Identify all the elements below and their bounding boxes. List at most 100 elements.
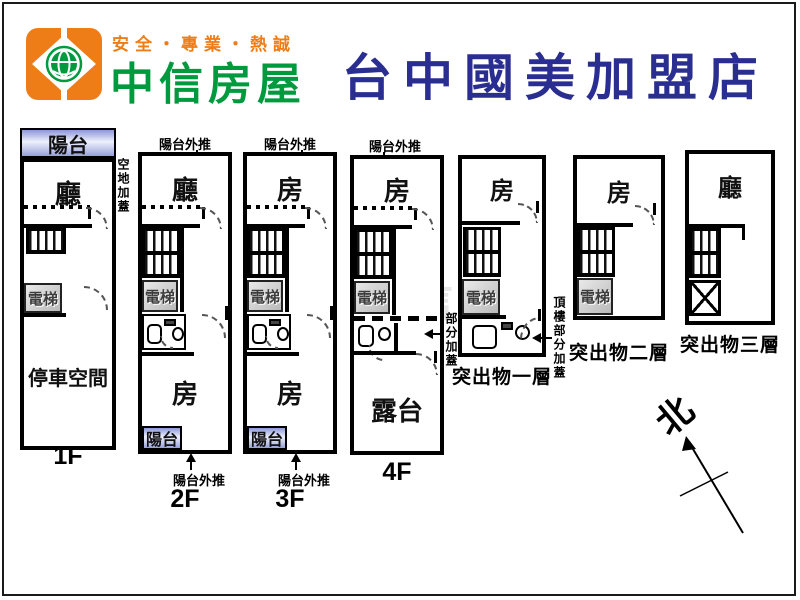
- p2-elevator-label: 電梯: [579, 290, 610, 306]
- p1-bathtub-icon: [472, 325, 497, 349]
- f1-wall-above-stairs: [24, 224, 92, 228]
- f2-door-arc-mid: [202, 314, 226, 338]
- f4-door-jamb-mid: [434, 351, 437, 363]
- f3-sink-icon: [277, 327, 289, 341]
- agency-logo-icon: [26, 28, 102, 100]
- f2-door-arc-top: [200, 207, 222, 229]
- f2-hall-label: 廳: [171, 176, 198, 205]
- floor-plan-1f: 廳 電梯 停車空間: [20, 158, 116, 450]
- f4-dotted-partition: [354, 206, 416, 210]
- f4-elevator-label: 電梯: [356, 291, 387, 307]
- p3-label: 突出物三層: [679, 335, 780, 356]
- f2-bathroom: [142, 314, 186, 350]
- f2-elevator-label: 電梯: [144, 289, 175, 306]
- p3-shaft-x-box: [689, 280, 721, 316]
- p1-wall-above-stairs: [462, 221, 520, 225]
- f4-floor-label: 4F: [382, 458, 412, 486]
- f4-wall-mid: [354, 351, 416, 355]
- p3-wall-jamb: [742, 228, 745, 240]
- f2-elevator: 電梯: [142, 280, 178, 312]
- f2-balcony-box: 陽台: [142, 426, 182, 450]
- f2-bottom-note: 陽台外推: [172, 473, 225, 488]
- f2-dotted-partition: [142, 205, 204, 209]
- f3-elevator: 電梯: [247, 280, 283, 312]
- f2-bath-door-arc: [160, 336, 173, 349]
- f2-floor-label: 2F: [170, 485, 200, 513]
- f4-corridor-wall: [392, 229, 396, 315]
- p2-stairs: [577, 227, 615, 277]
- page-title: 台中國美加盟店: [342, 50, 769, 106]
- p1-cistern-icon: [501, 322, 513, 330]
- f4-wall-above-stairs: [354, 225, 412, 229]
- f3-door-arc-top: [305, 207, 327, 229]
- f3-balcony-box: 陽台: [247, 426, 287, 450]
- f3-door-jamb-mid: [330, 306, 333, 320]
- f3-bottom-arrow-icon: [291, 453, 301, 470]
- f1-balcony-box: 陽台: [20, 128, 116, 158]
- f3-room-top-label: 房: [276, 176, 303, 205]
- p1-rooftop-cover-arrow-icon: [532, 333, 552, 343]
- p1-door-arc-top: [518, 203, 538, 223]
- f4-partial-cover-note: 部分加蓋: [444, 312, 458, 368]
- f4-partial-cover-arrow-icon: [424, 329, 444, 339]
- f1-stairs: [26, 228, 66, 254]
- f3-bathroom: [247, 314, 291, 350]
- f4-dashed-cover-line: [354, 316, 440, 321]
- f3-door-arc-mid: [307, 314, 331, 338]
- f1-wall-below-elevator: [24, 313, 66, 317]
- p1-rooftop-cover-note: 頂樓部分加蓋: [552, 296, 566, 380]
- f3-room-label: 房: [276, 380, 303, 409]
- p1-room-label: 房: [490, 179, 514, 205]
- p1-door-jamb: [536, 201, 539, 213]
- f1-elevator-label: 電梯: [27, 291, 58, 308]
- f2-wall-above-stairs: [142, 224, 200, 228]
- p1-stairs: [463, 227, 501, 277]
- f2-cistern-icon: [164, 319, 176, 326]
- f2-top-note: 陽台外推: [158, 137, 211, 152]
- f4-terrace-label: 露台: [370, 397, 423, 426]
- p1-label: 突出物一層: [451, 367, 552, 388]
- floor-plan-4f: 房 電梯 露台: [350, 155, 444, 455]
- f2-door-jamb-mid: [225, 306, 228, 320]
- f3-stairs: [247, 228, 285, 278]
- f3-cistern-icon: [269, 319, 281, 326]
- p2-label: 突出物二層: [568, 343, 669, 364]
- floor-plan-3f: 房 電梯 房 陽台: [243, 152, 337, 454]
- f1-vacant-land-cover-note: 空地加蓋: [116, 158, 130, 214]
- agency-slogan: 安全・專業・熱誠: [112, 35, 296, 54]
- f4-room-label: 房: [383, 177, 410, 206]
- f1-dotted-partition: [24, 205, 90, 209]
- floor-plan-protrusion3: 廳: [685, 150, 775, 325]
- f1-floor-label: 1F: [53, 442, 83, 470]
- agency-brand-name: 中信房屋: [110, 60, 306, 109]
- f3-elevator-label: 電梯: [249, 289, 280, 306]
- f3-wall-below-bath: [247, 352, 299, 356]
- p3-wall-above-stairs: [689, 224, 745, 228]
- p3-hall-label: 廳: [718, 176, 742, 202]
- f1-door-arc-mid: [84, 286, 108, 310]
- f3-dotted-partition: [247, 205, 309, 209]
- f3-balcony-label: 陽台: [250, 432, 283, 449]
- f3-floor-label: 3F: [275, 485, 305, 513]
- floor-plan-protrusion2: 房 電梯: [573, 155, 665, 320]
- f2-toilet-icon: [147, 324, 162, 344]
- f1-elevator: 電梯: [24, 283, 62, 313]
- f2-balcony-label: 陽台: [145, 432, 178, 449]
- f3-wall-above-stairs: [247, 224, 305, 228]
- f4-door-arc-top: [412, 208, 434, 230]
- floor-plan-protrusion1: 房 電梯: [458, 155, 546, 357]
- f2-corridor-wall: [180, 228, 184, 312]
- p2-room-label: 房: [607, 181, 631, 207]
- f2-bottom-arrow-icon: [186, 453, 196, 470]
- f4-elevator: 電梯: [354, 281, 390, 314]
- f4-bath-wall: [394, 323, 398, 351]
- f1-hall-label: 廳: [54, 180, 81, 209]
- f3-corridor-wall: [285, 228, 289, 312]
- f1-parking-label: 停車空間: [28, 368, 108, 390]
- f1-balcony-label: 陽台: [48, 134, 88, 157]
- f3-bath-door-arc: [265, 336, 278, 349]
- p1-wall-below-elevator: [462, 315, 506, 319]
- floor-plan-2f: 廳 電梯 房 陽台: [138, 152, 232, 454]
